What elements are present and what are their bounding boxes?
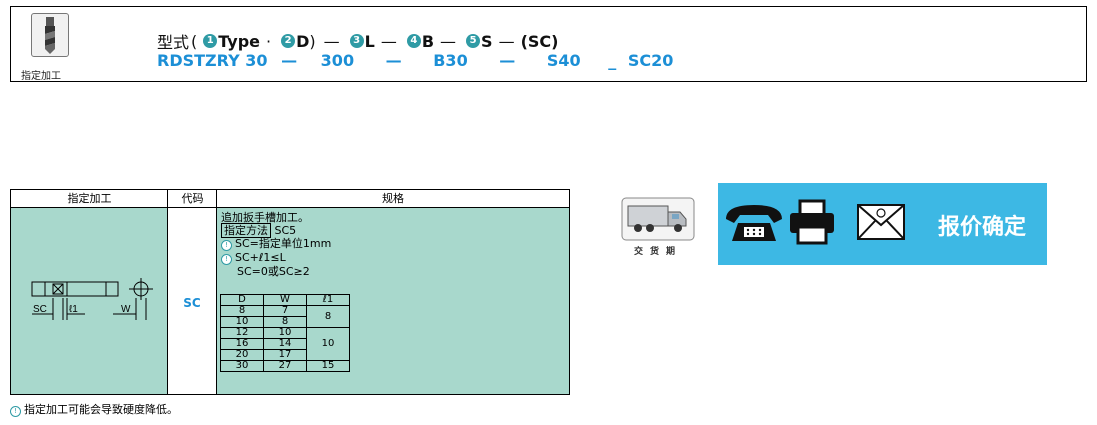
part-sc: SC20 <box>627 51 674 70</box>
spec-line-1: 追加扳手槽加工。 <box>221 211 309 224</box>
number-badge-2: 2 <box>281 34 296 48</box>
sub-header-d: D <box>220 294 264 306</box>
close-paren: ) <box>309 31 316 51</box>
cell-d: 12 <box>220 327 264 339</box>
header-processing: 指定加工 <box>67 192 112 205</box>
part-b: B30 <box>433 51 468 70</box>
truck-icon <box>621 197 695 241</box>
tip-icon: ! <box>10 406 21 417</box>
column-divider <box>167 190 168 394</box>
table-row: 12 10 10 <box>220 327 350 361</box>
dash-1: — <box>323 31 340 51</box>
header-code: 代码 <box>181 192 204 205</box>
open-paren: ( <box>191 31 198 51</box>
code-cell: SC <box>168 208 216 394</box>
number-badge-1: 1 <box>203 34 218 48</box>
phone-icon <box>726 205 782 241</box>
cell-d: 10 <box>220 316 264 328</box>
cell-d: 16 <box>220 338 264 350</box>
type-item-s: S <box>481 31 493 51</box>
quote-confirm-text: 报价确定 <box>938 215 1027 240</box>
diagram-label-l1: ℓ1 <box>69 304 78 315</box>
number-badge-3: 3 <box>349 34 364 48</box>
table-row: 20 17 <box>220 349 350 361</box>
table-header: 指定加工 代码 规格 <box>11 190 569 208</box>
method-value: SC5 <box>274 224 297 237</box>
footnote: !指定加工可能会导致硬度降低。 <box>10 401 178 417</box>
cell-w: 8 <box>263 316 307 328</box>
underscore: _ <box>608 51 617 70</box>
icon-label: 指定加工 <box>21 71 61 82</box>
table-row: 8 7 8 <box>220 305 350 328</box>
dash-4: — <box>498 31 515 51</box>
part-code: RDSTZRY 30 <box>157 51 268 70</box>
type-format-line: 型式 ( 1 Type · 2 D ) — 3 L — 4 B — 5 S — … <box>157 29 558 53</box>
method-label: 指定方法 <box>221 223 271 238</box>
cell-l1: 15 <box>306 360 350 372</box>
cell-w: 10 <box>263 327 307 339</box>
tip-1-text: SC=指定单位1mm <box>235 237 332 250</box>
cell-w: 27 <box>263 360 307 372</box>
number-badge-4: 4 <box>406 34 421 48</box>
diagram-label-w: W <box>121 304 131 315</box>
email-icon <box>857 204 905 240</box>
cell-l1: 10 <box>306 327 350 361</box>
part-s: S40 <box>546 51 581 70</box>
tip-icon: ! <box>221 254 232 265</box>
cell-d: 8 <box>220 305 264 317</box>
type-item-d: D <box>296 31 310 51</box>
printer-icon <box>790 199 834 245</box>
dash-a: — <box>281 51 298 70</box>
dash-2: — <box>380 31 397 51</box>
table-row: 30 27 15 <box>220 360 350 372</box>
cell-w: 14 <box>263 338 307 350</box>
header-spec: 规格 <box>382 192 404 205</box>
delivery-time-button[interactable]: 交货期 <box>620 196 696 257</box>
type-item-type: Type <box>218 31 261 51</box>
code-value: SC <box>183 296 201 310</box>
specify-processing-icon-group: 指定加工 <box>21 13 93 82</box>
part-number-example: RDSTZRY 30 — 300 — B30 — S40 _ SC20 <box>157 51 673 70</box>
specification-table: 指定加工 代码 规格 <box>10 189 570 395</box>
contact-icons <box>726 199 905 245</box>
spec-line-4: SC=0或SC≥2 <box>237 265 310 278</box>
wrench-slot-diagram: SC ℓ1 W <box>29 278 154 332</box>
type-item-b: B <box>421 31 435 51</box>
dash-3: — <box>440 31 457 51</box>
sub-table-header: D W ℓ1 <box>220 294 350 306</box>
type-prefix: 型式 <box>157 33 190 52</box>
quote-confirm-banner[interactable]: 报价确定 <box>718 183 1047 265</box>
cell-d: 30 <box>220 360 264 372</box>
cell-l1: 8 <box>306 305 350 328</box>
part-length: 300 <box>320 51 355 70</box>
tip-icon: ! <box>221 240 232 251</box>
delivery-label: 交货期 <box>633 247 682 257</box>
dot-separator: · <box>266 31 272 51</box>
spec-tip-1: !SC=指定单位1mm <box>221 237 331 251</box>
cell-d: 20 <box>220 349 264 361</box>
spec-tip-2: !SC+ℓ1≤L <box>221 251 331 265</box>
type-item-l: L <box>364 31 375 51</box>
drill-icon <box>31 13 69 57</box>
spec-method-line: 指定方法 SC5 <box>221 223 331 238</box>
footnote-text: 指定加工可能会导致硬度降低。 <box>24 403 178 416</box>
cell-w: 7 <box>263 305 307 317</box>
sub-header-l1: ℓ1 <box>306 294 350 306</box>
table-row: 16 14 <box>220 338 350 350</box>
cell-w: 17 <box>263 349 307 361</box>
number-badge-5: 5 <box>466 34 481 48</box>
type-designation-box: 指定加工 型式 ( 1 Type · 2 D ) — 3 L — 4 B — 5… <box>10 6 1087 82</box>
dimension-sub-table: D W ℓ1 8 7 8 10 8 12 10 10 16 14 20 17 3… <box>220 294 350 372</box>
tip-2-text: SC+ℓ1≤L <box>235 251 286 264</box>
dash-c: — <box>499 51 516 70</box>
spec-description: 追加扳手槽加工。 指定方法 SC5 !SC=指定单位1mm !SC+ℓ1≤L S… <box>221 211 331 278</box>
dash-b: — <box>385 51 402 70</box>
column-divider <box>216 190 217 394</box>
sub-header-w: W <box>263 294 307 306</box>
type-item-sc: (SC) <box>520 31 559 51</box>
diagram-label-sc: SC <box>33 304 47 315</box>
